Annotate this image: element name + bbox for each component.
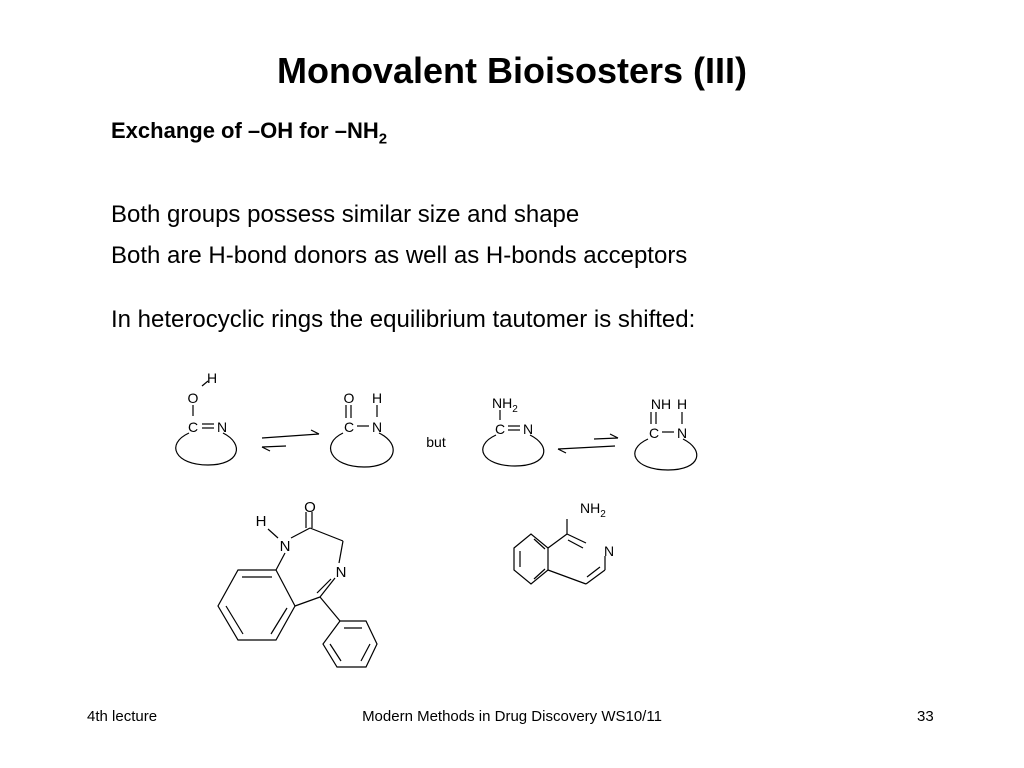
bullet-line-size: Both groups possess similar size and sha…	[111, 201, 580, 228]
imino-h-label: H	[677, 396, 687, 412]
bullet-line-tautomer: In heterocyclic rings the equilibrium ta…	[111, 306, 696, 333]
equilibrium-arrow-right	[557, 433, 619, 454]
hydroxy-h-label: H	[207, 370, 217, 386]
bzd-n4-label: N	[336, 564, 347, 581]
hydroxy-o-label: O	[188, 390, 199, 406]
subtitle-text: Exchange of –OH for –NH	[111, 118, 379, 143]
benzodiazepinone-structure: O H N N	[217, 499, 378, 668]
imino-tautomer-structure: NH H C N	[634, 396, 698, 471]
slide-title: Monovalent Bioisosters (III)	[276, 50, 748, 91]
amino-c-label: C	[495, 421, 505, 437]
footer-course: Modern Methods in Drug Discovery WS10/11	[362, 708, 662, 725]
subtitle-subscript: 2	[378, 130, 388, 148]
hydroxy-c-label: C	[188, 419, 198, 435]
footer-lecture: 4th lecture	[87, 708, 158, 725]
isoq-n-label: N	[604, 543, 614, 559]
imino-n-label: N	[677, 425, 687, 441]
amino-nh2-label: NH2	[492, 395, 518, 415]
bzd-h-label: H	[256, 513, 267, 530]
slide-subtitle: Exchange of –OH for –NH2	[111, 118, 387, 147]
oxo-h-label: H	[372, 390, 382, 406]
bullet-line-hbond: Both are H-bond donors as well as H-bond…	[111, 242, 688, 269]
amino-tautomer-structure: NH2 C N	[482, 395, 545, 467]
aminoisoquinoline-structure: NH2 N	[513, 500, 614, 585]
equilibrium-arrow-left	[261, 429, 320, 452]
bzd-n1-label: N	[280, 538, 291, 555]
oxo-o-label: O	[344, 390, 355, 406]
isoq-nh2-label: NH2	[580, 500, 606, 520]
imino-nh-label: NH	[651, 396, 671, 412]
oxo-tautomer-structure: O H C N	[330, 390, 394, 468]
bzd-o-label: O	[304, 499, 316, 516]
hydroxy-tautomer-structure: H O C N	[175, 370, 237, 466]
oxo-c-label: C	[344, 419, 354, 435]
imino-c-label: C	[649, 425, 659, 441]
footer-page-number: 33	[917, 708, 934, 725]
connector-but: but	[426, 434, 446, 450]
hydroxy-n-label: N	[217, 419, 227, 435]
amino-n-label: N	[523, 421, 533, 437]
oxo-n-label: N	[372, 419, 382, 435]
